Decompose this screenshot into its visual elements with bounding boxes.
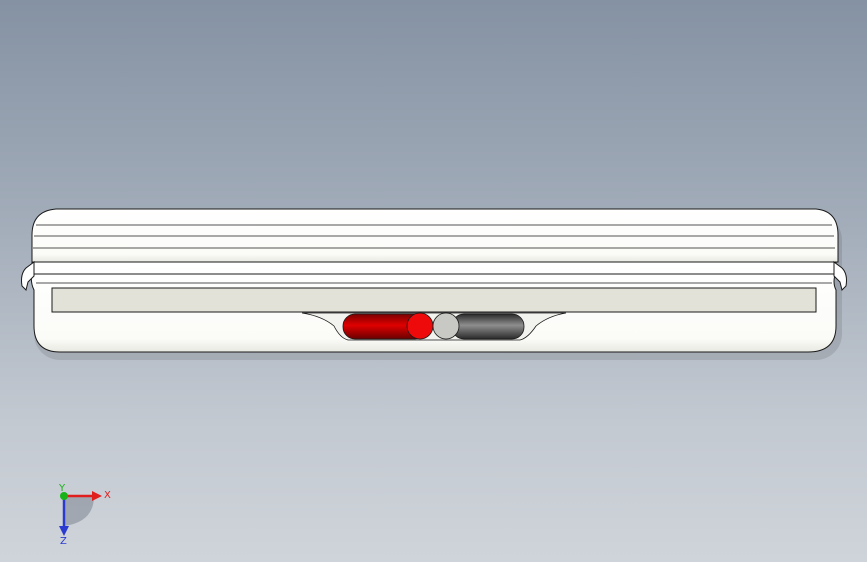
z-axis-label: Z — [60, 536, 67, 546]
triad-shadow-arc — [64, 496, 94, 526]
x-axis-label: X — [104, 490, 111, 501]
red-button-cap[interactable] — [406, 312, 434, 340]
axis-triad[interactable]: X Y Z — [50, 482, 120, 546]
light-button-cap[interactable] — [432, 312, 460, 340]
y-axis-label: Y — [58, 483, 66, 494]
front-panel[interactable] — [51, 287, 817, 313]
grey-button[interactable] — [451, 313, 525, 340]
right-clip[interactable] — [833, 261, 847, 291]
left-clip[interactable] — [21, 261, 35, 291]
x-axis-arrow — [92, 491, 102, 501]
lid-body[interactable] — [31, 208, 839, 263]
z-axis-arrow — [59, 526, 69, 536]
y-axis-dot — [60, 492, 68, 500]
